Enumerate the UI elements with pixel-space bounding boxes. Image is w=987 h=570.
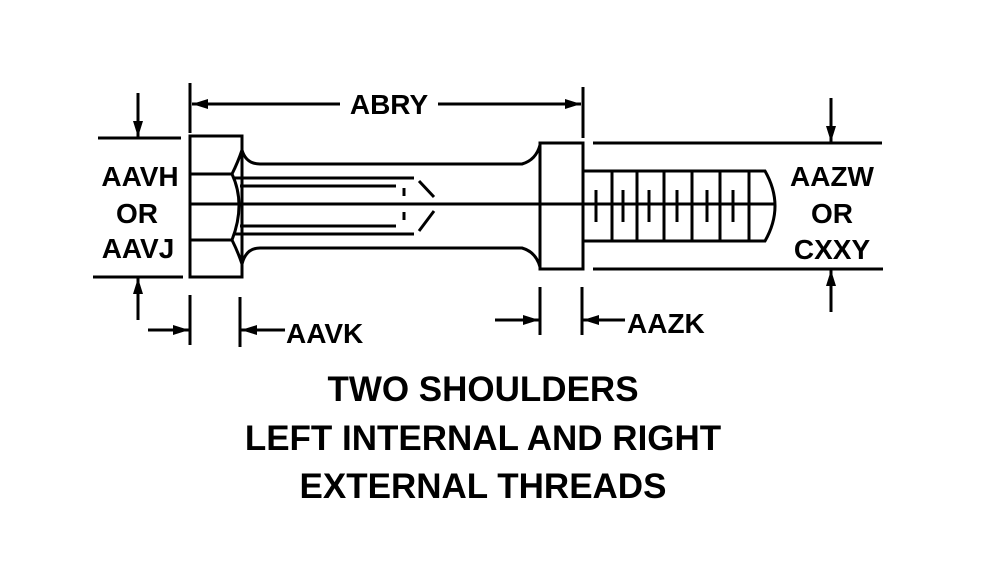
cxxy-label: CXXY [794,234,871,265]
left-or-label: OR [116,198,158,229]
aavk-label: AAVK [286,318,363,349]
aavj-label: AAVJ [102,233,175,264]
right-or-label: OR [811,198,853,229]
left-shoulder [188,134,244,279]
caption-line-3: EXTERNAL THREADS [300,467,667,506]
aazk-dimension [495,287,625,335]
left-diameter-dimension [93,93,183,320]
aavh-label: AAVH [101,161,178,192]
external-thread [583,169,777,243]
caption-line-2: LEFT INTERNAL AND RIGHT [245,419,721,458]
shank [240,144,542,166]
right-diameter-dimension [593,98,883,312]
aazw-label: AAZW [790,161,875,192]
aavk-dimension [148,295,285,347]
abry-dimension [188,83,585,138]
abry-label: ABRY [350,89,429,120]
internal-thread [234,176,436,236]
caption-line-1: TWO SHOULDERS [327,370,638,409]
right-shoulder [538,141,585,271]
aazk-label: AAZK [627,308,705,339]
